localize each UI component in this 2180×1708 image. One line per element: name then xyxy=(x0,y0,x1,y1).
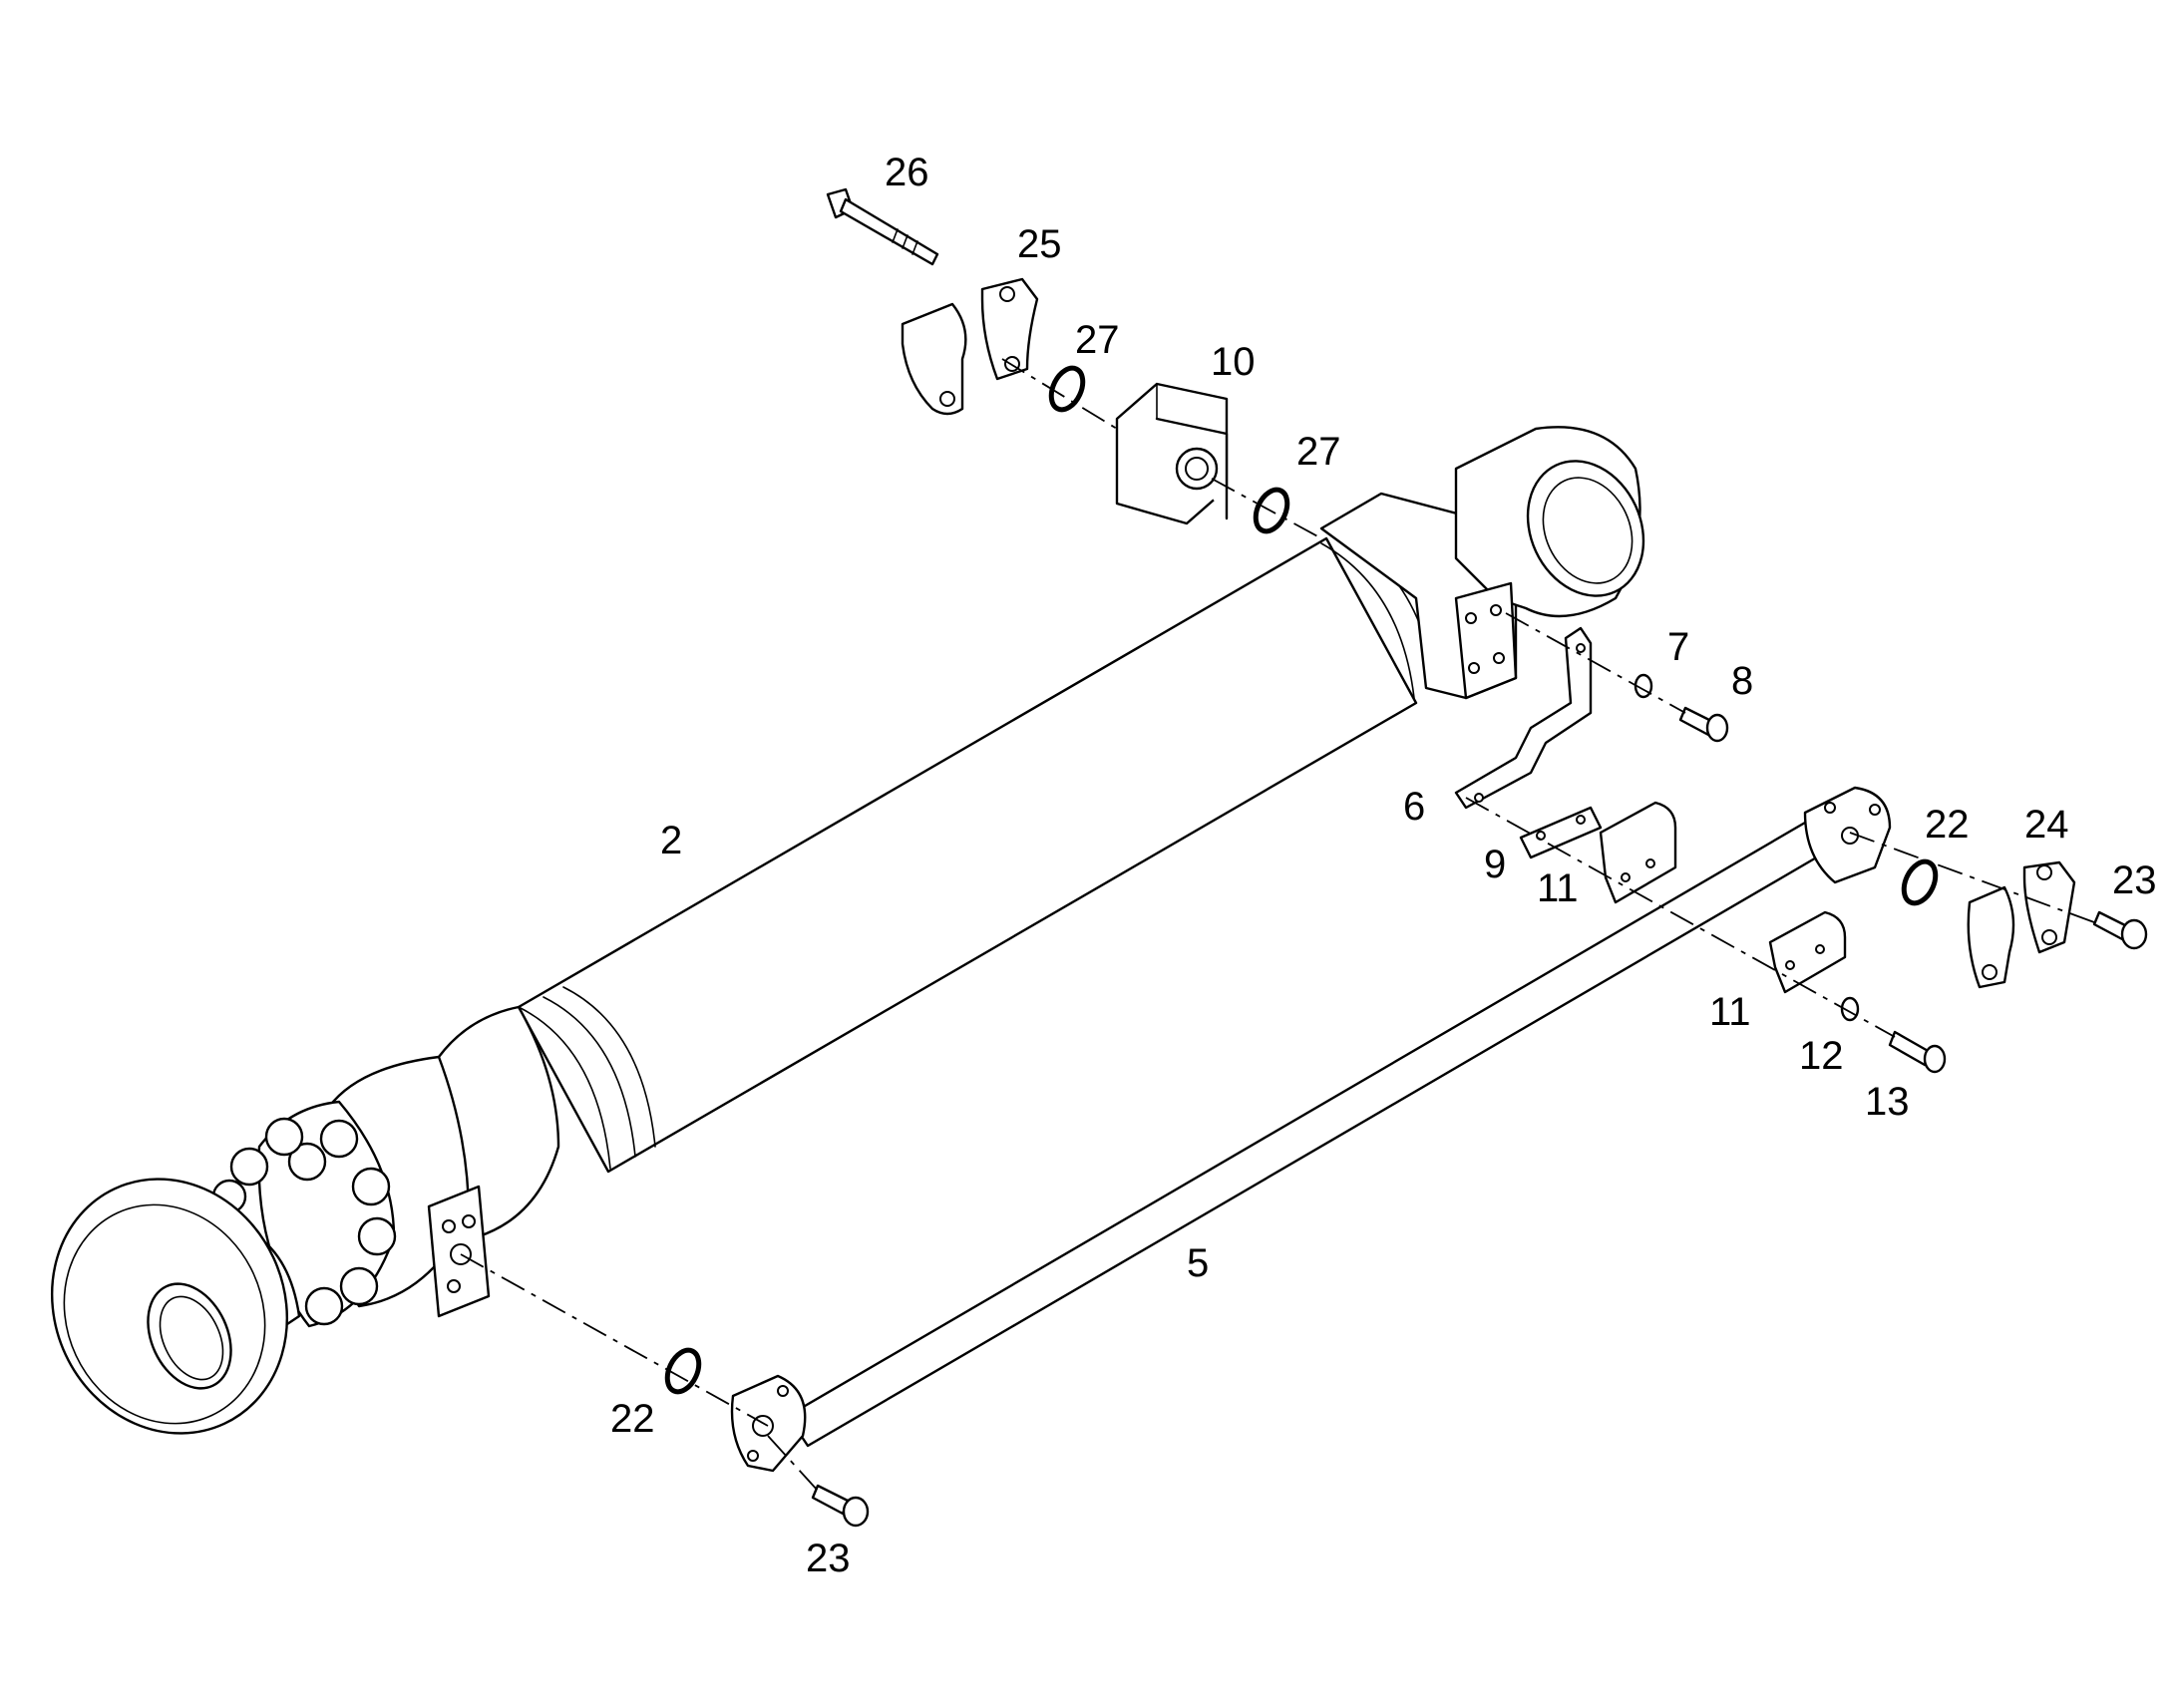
callout-2: 2 xyxy=(660,819,682,862)
callout-23: 23 xyxy=(806,1537,851,1580)
callout-5: 5 xyxy=(1187,1241,1209,1285)
callout-22: 22 xyxy=(610,1397,655,1441)
callout-24: 24 xyxy=(2024,803,2069,847)
long-bolt-part-26 xyxy=(826,187,939,266)
callout-6: 6 xyxy=(1403,785,1425,829)
cylinder-head-gland xyxy=(211,1005,560,1328)
cylinder-barrel-part-2 xyxy=(517,522,1457,1174)
callout-11: 11 xyxy=(1537,866,1579,910)
o-ring-tube-right xyxy=(1901,858,1939,906)
assembly-axes xyxy=(460,358,2095,1492)
rod-eye-head-end xyxy=(50,1178,301,1435)
port-block-part-10 xyxy=(1115,382,1229,525)
plate-part-9 xyxy=(1519,806,1603,859)
callout-labels: 26 25 27 10 27 7 8 2 6 9 11 22 24 23 11 … xyxy=(610,151,2157,1580)
callout-23: 23 xyxy=(2112,858,2157,902)
callout-7: 7 xyxy=(1667,625,1689,669)
bracket-part-6 xyxy=(1454,626,1593,810)
callout-27: 27 xyxy=(1075,318,1120,362)
screw-part-23-right xyxy=(2092,910,2148,950)
split-flange-clamp-part-24 xyxy=(1967,860,2076,989)
screw-part-23-lower xyxy=(811,1484,870,1528)
cylinder-base-end xyxy=(1319,426,1645,700)
callout-13: 13 xyxy=(1865,1080,1910,1124)
callout-12: 12 xyxy=(1799,1034,1844,1078)
bolt-part-8 xyxy=(1678,706,1729,743)
o-ring-upper-left xyxy=(1048,365,1086,413)
callout-27: 27 xyxy=(1296,430,1341,474)
callout-22: 22 xyxy=(1925,803,1970,847)
clamp-plate-part-11-upper xyxy=(1599,801,1677,904)
callout-8: 8 xyxy=(1731,659,1753,703)
hydraulic-tube-part-5 xyxy=(730,786,1892,1473)
callout-25: 25 xyxy=(1017,222,1062,266)
clamp-plate-part-11-lower xyxy=(1768,910,1847,994)
o-ring-tube-left xyxy=(664,1347,702,1395)
callout-11: 11 xyxy=(1709,990,1751,1034)
callout-26: 26 xyxy=(885,151,929,194)
bolt-part-13 xyxy=(1888,1030,1947,1074)
callout-10: 10 xyxy=(1211,340,1256,384)
callout-9: 9 xyxy=(1484,843,1506,886)
split-flange-clamp-part-25 xyxy=(901,277,1039,416)
